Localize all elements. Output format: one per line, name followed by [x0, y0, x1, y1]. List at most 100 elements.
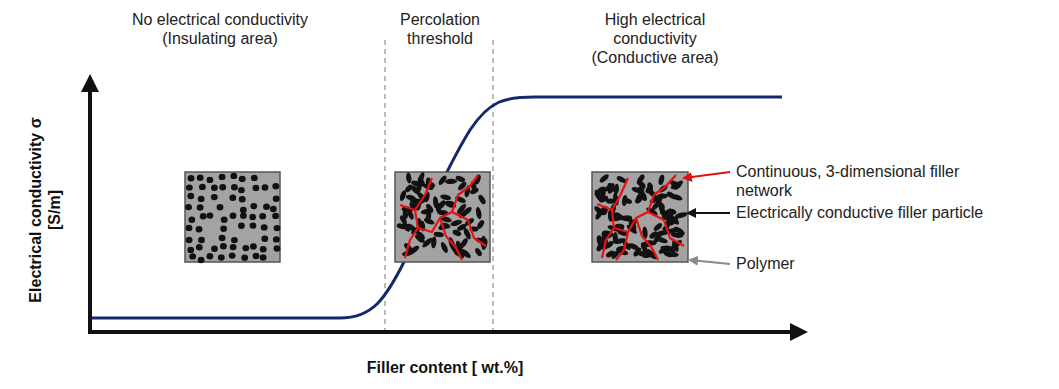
filler-particle: [598, 173, 610, 184]
filler-particle: [220, 243, 227, 249]
polymer-sample: [592, 172, 688, 262]
threshold-line: [493, 40, 494, 330]
x-axis-head: [790, 323, 808, 341]
filler-particle: [241, 255, 248, 261]
filler-particle: [250, 203, 257, 209]
filler-particle: [211, 185, 218, 191]
filler-particle: [242, 245, 249, 251]
filler-particle: [613, 211, 623, 220]
filler-particle: [272, 183, 279, 189]
filler-particle: [261, 224, 268, 230]
filler-particle: [239, 196, 246, 202]
filler-particle: [198, 257, 205, 263]
filler-particle: [259, 213, 266, 219]
filler-particle: [185, 204, 192, 210]
threshold-line: [385, 40, 386, 330]
filler-particle: [239, 176, 246, 182]
filler-network: [400, 175, 684, 260]
filler-particle: [273, 196, 280, 202]
filler-particle: [187, 193, 194, 199]
filler-particle: [456, 202, 468, 215]
filler-particle: [606, 182, 616, 193]
filler-particle: [474, 247, 483, 257]
filler-particle: [221, 217, 228, 223]
filler-particle: [186, 184, 193, 190]
leader-arrow: [684, 172, 730, 178]
filler-particle: [230, 244, 237, 250]
region-heading: No electrical conductivity (Insulating a…: [105, 10, 335, 48]
filler-particle: [477, 194, 487, 206]
filler-particle: [424, 211, 432, 224]
filler-particle: [198, 196, 205, 202]
filler-particle: [188, 175, 195, 181]
callout-label: Polymer: [736, 254, 936, 273]
x-axis: [88, 330, 793, 334]
callout-label: Electrically conductive filler particle: [736, 203, 986, 222]
filler-particle: [261, 236, 268, 242]
filler-particle: [270, 206, 277, 212]
polymer-sample: [185, 172, 280, 262]
filler-particle: [273, 236, 280, 242]
conductivity-curve: [92, 97, 782, 318]
filler-particle: [230, 213, 237, 219]
filler-particle: [632, 246, 642, 257]
y-axis: [88, 88, 92, 334]
filler-particle: [240, 207, 247, 213]
filler-particle: [207, 212, 214, 218]
filler-particle: [231, 184, 238, 190]
filler-particle: [450, 219, 463, 227]
filler-particle: [197, 175, 204, 181]
region-heading: Percolation threshold: [380, 10, 500, 48]
filler-particle: [406, 172, 412, 184]
filler-particle: [219, 174, 226, 180]
y-axis-head: [81, 74, 99, 92]
filler-particle: [670, 193, 683, 202]
filler-particle: [668, 252, 679, 258]
filler-particle: [220, 226, 227, 232]
filler-particle: [219, 235, 226, 241]
filler-particle: [219, 184, 226, 190]
filler-particle: [250, 243, 257, 249]
filler-particle: [230, 173, 237, 179]
filler-particle: [229, 252, 236, 258]
filler-particle: [253, 253, 260, 259]
filler-particle: [452, 229, 462, 237]
filler-particle: [405, 194, 417, 202]
filler-particle: [253, 185, 260, 191]
filler-particle: [600, 186, 606, 199]
leader-arrow: [690, 260, 730, 264]
filler-particle: [238, 187, 245, 193]
filler-particle: [411, 180, 422, 188]
filler-particle: [197, 204, 204, 210]
filler-particle: [229, 195, 236, 201]
filler-particle: [445, 179, 457, 185]
axis-title: Electrical conductivity σ [S/m]: [26, 115, 64, 305]
filler-particle: [262, 184, 269, 190]
filler-particle: [240, 213, 247, 219]
filler-particle: [186, 225, 193, 231]
filler-particle: [440, 194, 452, 201]
filler-particle: [672, 179, 684, 191]
filler-particle: [260, 246, 267, 252]
filler-particle: [648, 230, 659, 240]
filler-particle: [636, 183, 647, 193]
filler-particle: [663, 244, 676, 254]
filler-particle: [186, 237, 193, 243]
filler-particle: [238, 223, 245, 229]
filler-particle: [251, 175, 258, 181]
filler-particle: [425, 203, 435, 214]
filler-particle: [260, 254, 267, 260]
filler-particle: [272, 213, 279, 219]
filler-particle: [274, 245, 281, 251]
region-heading: High electrical conductivity (Conductive…: [572, 10, 738, 67]
filler-particle: [198, 237, 205, 243]
callout-label: Continuous, 3-dimensional filler network: [736, 162, 998, 200]
filler-particle: [211, 194, 218, 200]
filler-particle: [196, 226, 203, 232]
filler-particle: [211, 246, 218, 252]
filler-particle: [189, 253, 196, 259]
polymer-sample: [395, 172, 490, 262]
filler-particle: [200, 213, 207, 219]
filler-particle: [218, 254, 225, 260]
filler-particle: [657, 203, 666, 215]
